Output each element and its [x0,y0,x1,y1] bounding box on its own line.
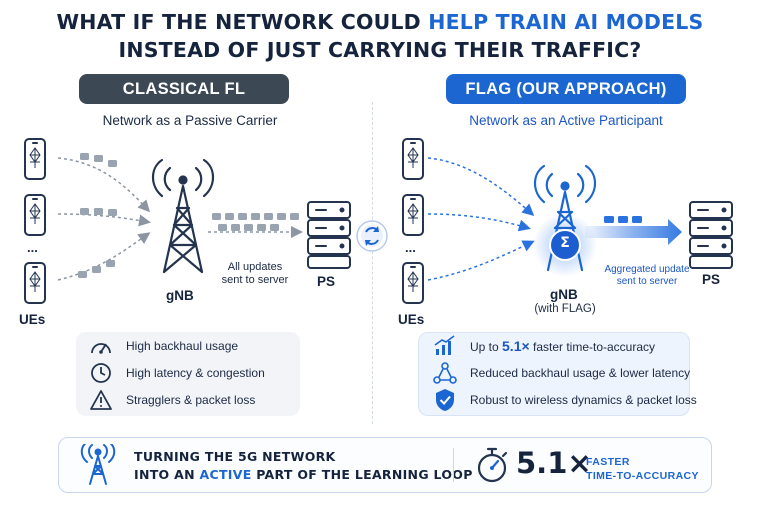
bar-chart-growth-icon [432,334,458,358]
transition-icon [356,220,388,252]
right-backhaul-packets [604,216,642,223]
clock-icon [88,361,114,385]
active-highlight: ACTIVE [199,467,252,482]
left-ue-ellipsis: ... [27,240,38,255]
page-title-line-2: INSTEAD OF JUST CARRYING THEIR TRAFFIC? [118,38,642,62]
right-ue-links [427,157,535,281]
right-gnb-tower-icon [533,164,597,272]
left-backhaul-packets [212,213,299,231]
left-ues-label: UEs [19,312,46,327]
flag-pill: FLAG (OUR APPROACH) [446,74,686,104]
stopwatch-icon [477,447,508,483]
classical-drawbacks-panel [76,332,300,416]
network-nodes-icon [432,361,458,385]
right-ues-label: UEs [398,312,425,327]
page-title-line-1: WHAT IF THE NETWORK COULD HELP TRAIN AI … [56,10,704,34]
left-ue-links [57,157,151,281]
drawback-row-3: Stragglers & packet loss [88,388,255,412]
warning-icon [88,388,114,412]
left-server-icon [307,201,351,269]
left-gnb-tower-icon [151,158,215,274]
right-ue-ellipsis: ... [405,240,416,255]
right-subtitle: Network as an Active Participant [469,113,663,128]
banner-divider [453,448,454,482]
left-packets [78,153,117,278]
benefit-row-3: Robust to wireless dynamics & packet los… [432,388,697,412]
benefit-row-1: Up to 5.1× faster time-to-accuracy [432,334,655,358]
speedometer-icon [88,334,114,358]
left-ps-label: PS [317,274,336,289]
speedup-big-value: 5.1× [516,446,592,480]
network-diagram [57,153,733,281]
aggregated-note: Aggregated update sent to server [604,264,690,287]
sigma-symbol: Σ [560,235,570,251]
aggregation-node [549,229,581,261]
center-divider [372,102,373,424]
drawback-row-2: High latency & congestion [88,361,265,385]
classical-fl-pill: CLASSICAL FL [79,74,289,104]
faster-label: FASTER [586,456,630,468]
left-subtitle: Network as a Passive Carrier [102,113,278,128]
banner-line-1: TURNING THE 5G NETWORK [134,449,336,464]
right-gnb-sublabel: (with FLAG) [534,303,596,315]
title-highlight: HELP TRAIN AI MODELS [428,10,704,34]
drawback-row-1: High backhaul usage [88,334,238,358]
benefit-row-2: Reduced backhaul usage & lower latency [432,361,690,385]
right-ps-label: PS [702,272,721,287]
right-ue-network-glyphs [407,147,419,292]
left-ue-network-glyphs [29,147,41,292]
antenna-tower-icon [80,444,116,485]
bottom-banner [58,437,712,493]
right-server-icon [689,201,733,269]
right-gnb-label: gNB [550,287,578,302]
speedup-highlight: 5.1× [502,338,530,354]
left-gnb-label: gNB [166,288,194,303]
flag-benefits-panel [418,332,690,416]
updates-note: All updates sent to server [221,261,289,286]
time-to-accuracy-label: TIME-TO-ACCURACY [586,470,699,482]
shield-check-icon [432,388,458,412]
banner-line-2: INTO AN ACTIVE PART OF THE LEARNING LOOP [134,467,473,482]
right-backhaul-beam [585,219,682,245]
